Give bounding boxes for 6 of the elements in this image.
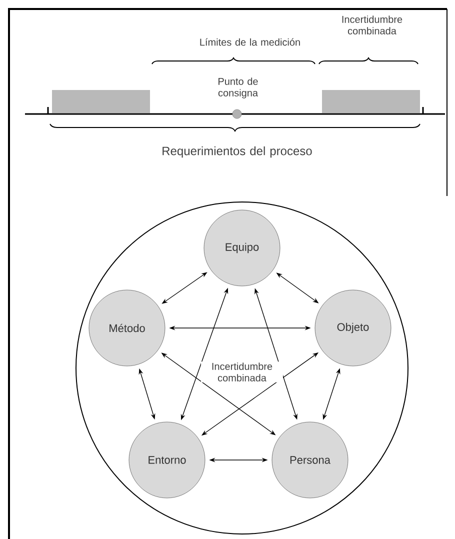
text-label: Incertidumbre combinada (201, 362, 283, 382)
text-label: Límites de la medición (200, 38, 300, 46)
text-label: Requerimientos del proceso (162, 146, 312, 158)
text-label: Punto de consigna (218, 78, 258, 98)
outer-circle (76, 202, 408, 534)
text-label: Incertidumbre combinada (342, 16, 402, 34)
